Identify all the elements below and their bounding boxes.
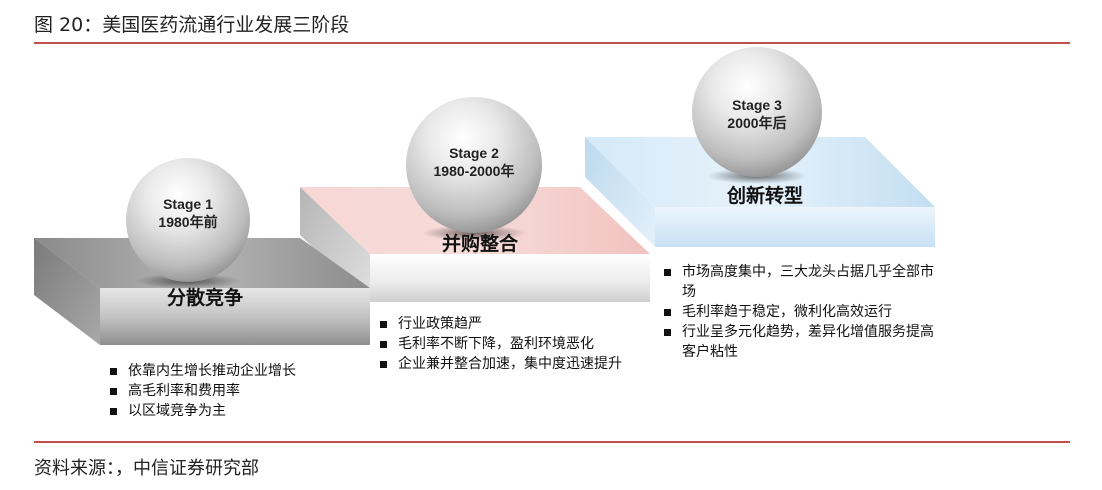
stage2-name: Stage 2	[449, 145, 499, 161]
list-item: 依靠内生增长推动企业增长	[106, 361, 366, 381]
stage3-bullets: 市场高度集中，三大龙头占据几乎全部市场 毛利率趋于稳定，微利化高效运行 行业呈多…	[660, 262, 940, 362]
list-item: 行业政策趋严	[376, 314, 666, 334]
stage2-sphere-ball	[406, 97, 542, 233]
stage3-platform-front	[655, 207, 935, 247]
stage2-label: 并购整合	[442, 232, 519, 255]
stage2-platform	[300, 187, 650, 302]
stage3-sphere: Stage 3 2000年后	[692, 47, 822, 184]
stage2-bullets: 行业政策趋严 毛利率不断下降，盈利环境恶化 企业兼并整合加速，集中度迅速提升	[376, 314, 666, 374]
top-divider	[34, 42, 1070, 44]
stage3-name: Stage 3	[732, 97, 782, 113]
list-item: 企业兼并整合加速，集中度迅速提升	[376, 354, 666, 374]
source-note: 资料来源：，中信证券研究部	[34, 458, 259, 479]
figure-title: 图 20：美国医药流通行业发展三阶段	[34, 14, 350, 36]
stage1-name: Stage 1	[163, 196, 213, 212]
stage3-label: 创新转型	[726, 184, 803, 207]
stage3-sphere-ball	[692, 47, 822, 177]
stage1-period: 1980年前	[158, 214, 217, 230]
stage1-platform-left-side	[34, 238, 100, 345]
stage3-platform-left-side	[585, 137, 655, 247]
list-item: 市场高度集中，三大龙头占据几乎全部市场	[660, 262, 940, 302]
list-item: 以区域竞争为主	[106, 401, 366, 421]
stages-diagram: Stage 1 1980年前 Stage 2 1980-2000年 Stage …	[34, 47, 935, 345]
bottom-divider	[34, 441, 1070, 443]
list-item: 毛利率趋于稳定，微利化高效运行	[660, 302, 940, 322]
stage2-period: 1980-2000年	[434, 163, 515, 179]
list-item: 高毛利率和费用率	[106, 381, 366, 401]
list-item: 毛利率不断下降，盈利环境恶化	[376, 334, 666, 354]
stage2-sphere: Stage 2 1980-2000年	[406, 97, 542, 241]
stage1-sphere: Stage 1 1980年前	[126, 158, 250, 289]
stage1-label: 分散竞争	[167, 286, 243, 309]
list-item: 行业呈多元化趋势，差异化增值服务提高客户粘性	[660, 322, 940, 362]
stage1-sphere-ball	[126, 158, 250, 282]
stage1-bullets: 依靠内生增长推动企业增长 高毛利率和费用率 以区域竞争为主	[106, 361, 366, 421]
stage2-platform-left-side	[300, 187, 370, 302]
stage2-platform-front	[370, 254, 650, 302]
stage1-platform-front	[100, 288, 370, 345]
stage3-period: 2000年后	[727, 115, 786, 131]
